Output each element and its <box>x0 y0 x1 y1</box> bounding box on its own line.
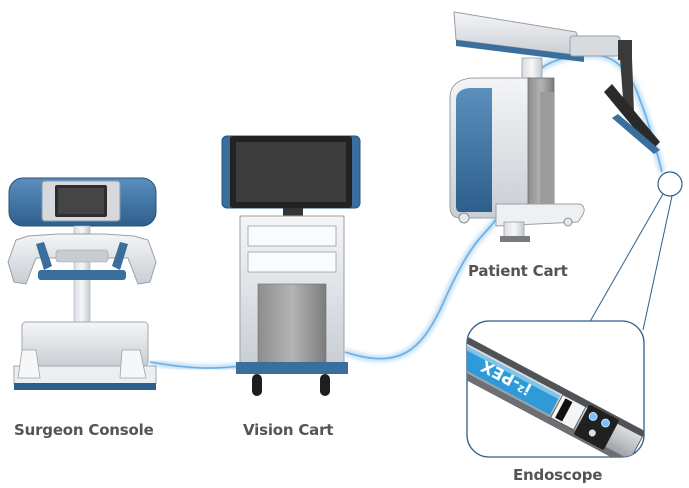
endoscope-callout <box>587 171 683 331</box>
vision-cart <box>221 135 361 396</box>
surgeon-console <box>7 177 157 390</box>
vision-cart-label: Vision Cart <box>243 421 334 439</box>
patient-cart <box>449 11 660 242</box>
surgeon-console-label: Surgeon Console <box>14 421 154 439</box>
endoscope-detail: i²-PEX <box>466 320 645 458</box>
endoscope-label: Endoscope <box>513 466 603 484</box>
patient-cart-label: Patient Cart <box>468 262 568 280</box>
